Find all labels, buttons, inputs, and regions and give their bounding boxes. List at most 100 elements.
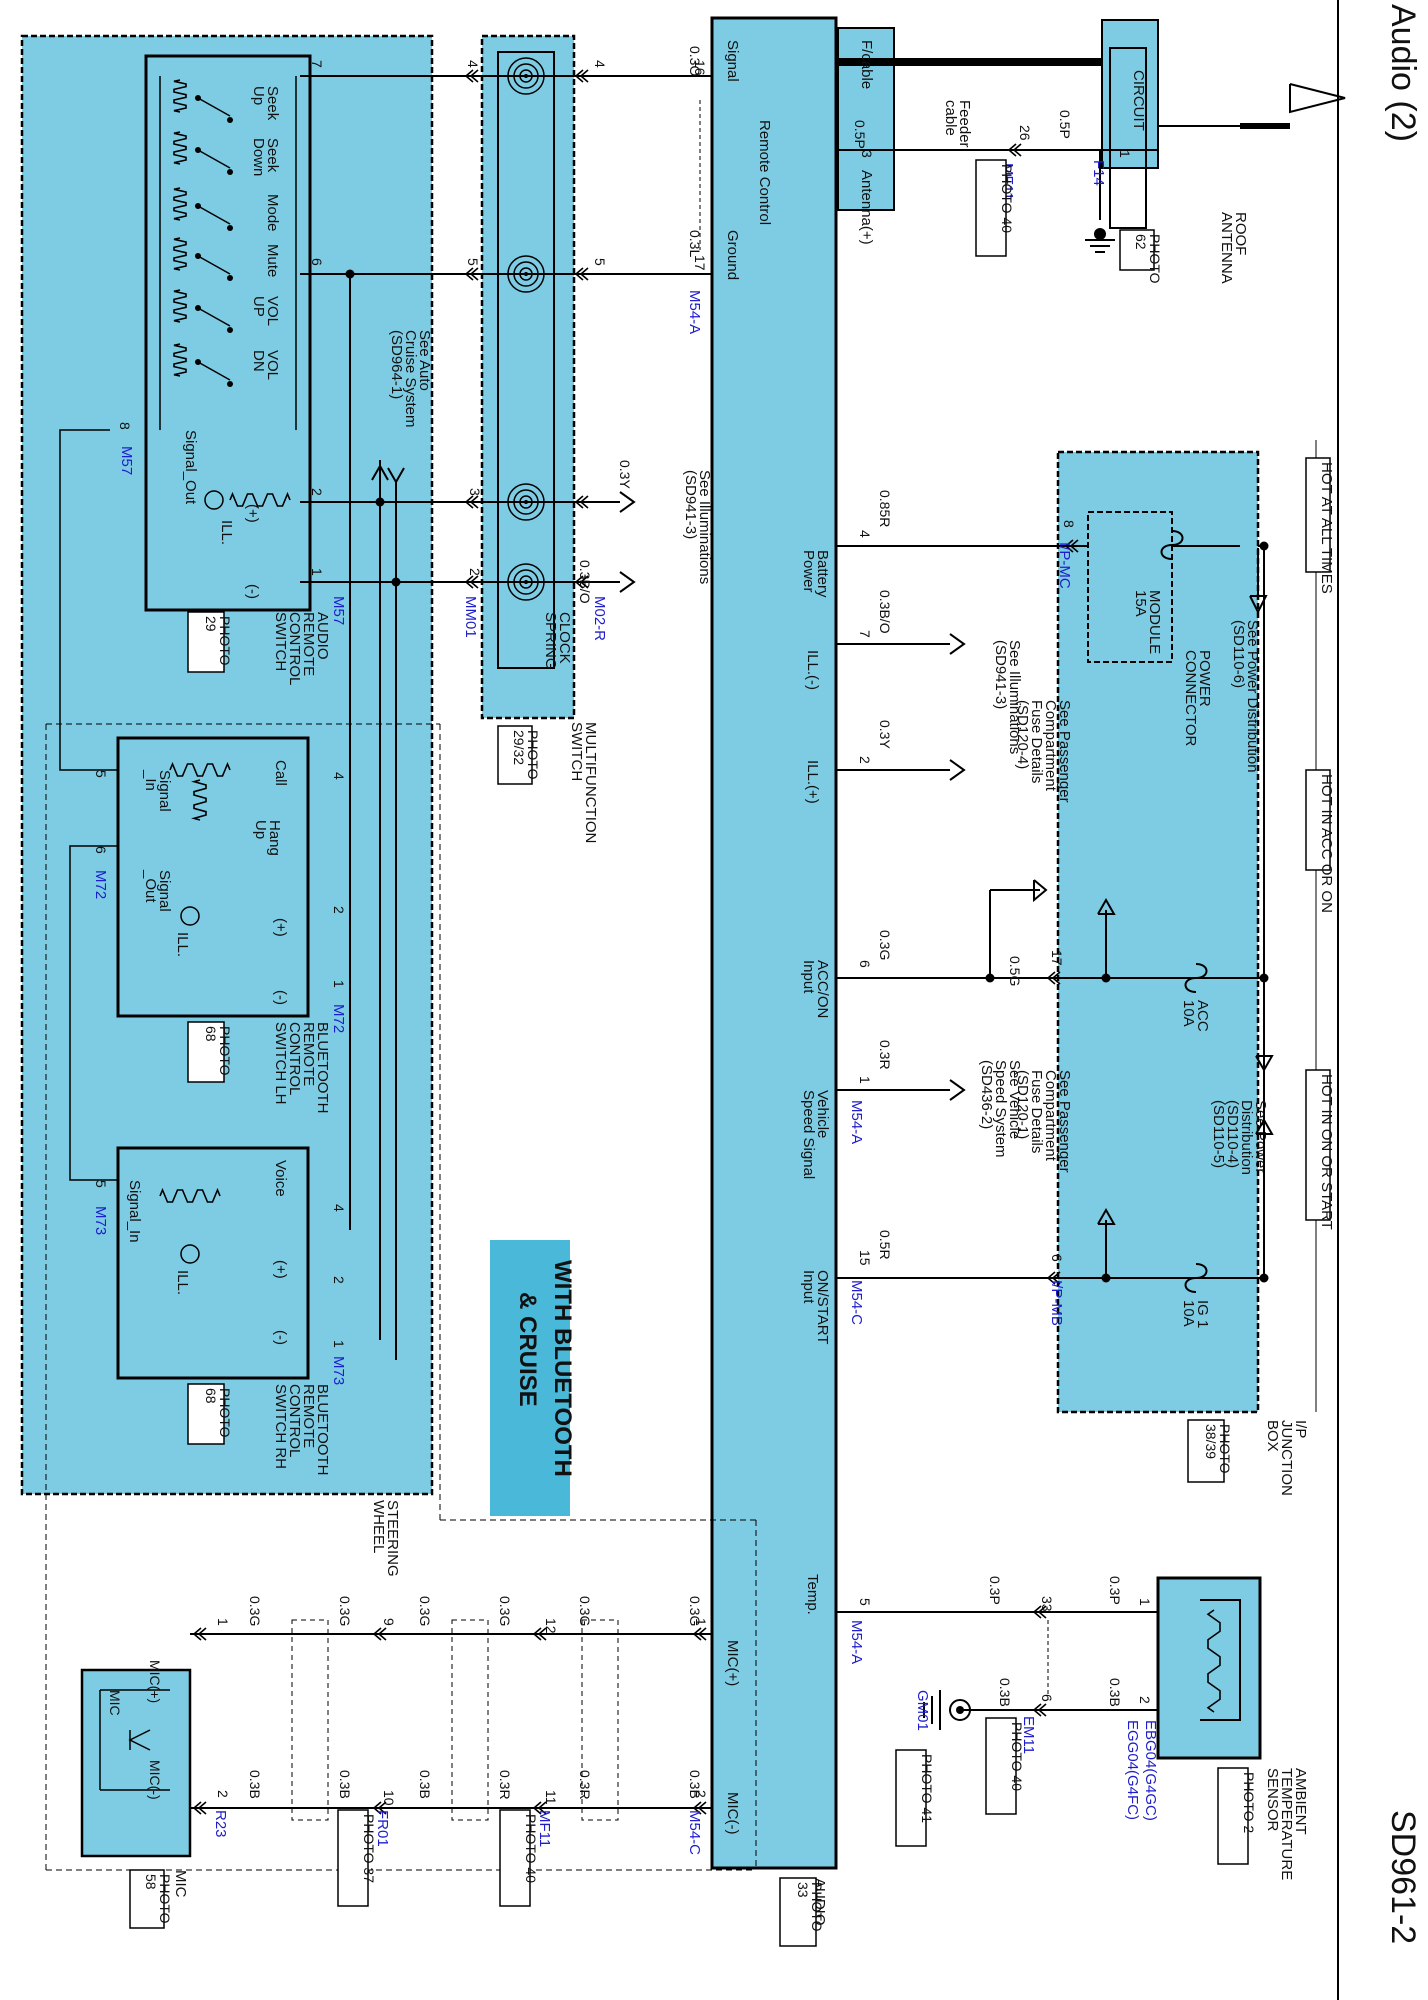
switch-blade bbox=[197, 97, 231, 117]
see-pc2-line: Compartment bbox=[1042, 1070, 1059, 1162]
hot-label: HOT AT ALL TIMES bbox=[1318, 462, 1335, 594]
button-label-line: VOL bbox=[264, 296, 281, 326]
pin-label: 4 bbox=[331, 772, 347, 780]
pin-label: 6 bbox=[857, 960, 873, 968]
port-vss-line: Vehicle bbox=[814, 1090, 831, 1138]
pin-label: 5 bbox=[592, 258, 608, 266]
button-label-line: Up bbox=[250, 86, 267, 105]
connector-mark bbox=[692, 1801, 702, 1815]
wire-label: 0.3B bbox=[247, 1770, 263, 1799]
bt-rh-box bbox=[116, 1146, 310, 1380]
button-resistor bbox=[173, 131, 187, 165]
audio-remote-photo-line: PHOTO bbox=[217, 616, 233, 666]
wire-label: 0.3B/O bbox=[877, 590, 893, 634]
connector-mark bbox=[537, 1801, 547, 1815]
arrow-head bbox=[949, 1079, 966, 1101]
bt-rh-label-line: SWITCH RH bbox=[272, 1384, 289, 1469]
cruise-arrow bbox=[371, 463, 389, 481]
banner-box bbox=[490, 1240, 570, 1516]
ebg04-ref: EBG04(G4GC) bbox=[1142, 1720, 1159, 1821]
connector-mark bbox=[574, 495, 584, 509]
wire-label: 0.5P bbox=[852, 120, 868, 149]
arrow-head bbox=[1255, 1055, 1274, 1073]
bt-rh-photo-box bbox=[187, 1383, 225, 1445]
port-on-line: ON/START bbox=[814, 1270, 831, 1344]
bt-rh-photo-line: PHOTO bbox=[217, 1388, 233, 1438]
wire-label: 0.3Y bbox=[877, 720, 893, 749]
connector-mark bbox=[372, 1627, 382, 1641]
switch-contact bbox=[227, 275, 233, 281]
wire-label: 0.3G bbox=[417, 1596, 433, 1626]
module-fuse-label-line: MODULE bbox=[1146, 590, 1163, 654]
signal-out-label-line: _Out bbox=[142, 869, 159, 903]
connector-mark bbox=[1032, 1605, 1042, 1619]
button-label-line: Seek bbox=[264, 86, 281, 121]
connector-mark bbox=[469, 575, 479, 589]
coil bbox=[507, 255, 545, 293]
ig1-fuse bbox=[1184, 1263, 1208, 1293]
m73-ref: M73 bbox=[92, 1206, 109, 1235]
mic-box bbox=[80, 1668, 192, 1858]
bt-rh-label-line: BLUETOOTH bbox=[314, 1384, 331, 1475]
clock-photo-line: PHOTO bbox=[525, 730, 541, 780]
pin-label: 4 bbox=[331, 1204, 347, 1212]
ill-label: ILL. bbox=[218, 520, 235, 545]
see-ill-right-line: See Illuminations bbox=[1006, 640, 1023, 754]
hot-label: HOT IN ON OR START bbox=[1318, 1074, 1335, 1230]
bt-lh-label-line: REMOTE bbox=[300, 1022, 317, 1086]
button-resistor bbox=[173, 289, 187, 323]
mm01-ref: MM01 bbox=[462, 596, 479, 638]
em11-photo-line: PHOTO 40 bbox=[1009, 1722, 1025, 1791]
multi-switch-label-line: SWITCH bbox=[568, 722, 585, 781]
r23-ref: R23 bbox=[212, 1810, 229, 1838]
pin-label: 1 bbox=[331, 980, 347, 988]
bt-lh-photo-line: PHOTO bbox=[217, 1026, 233, 1076]
connector-mark bbox=[574, 575, 584, 589]
pin-label: 5 bbox=[465, 258, 481, 266]
gm01-photo-box bbox=[895, 1749, 927, 1847]
button-label-line: Mode bbox=[264, 194, 281, 232]
pin-label: 2 bbox=[467, 568, 483, 576]
button-label-line: Seek bbox=[264, 138, 281, 173]
power-connector-label-line: CONNECTOR bbox=[1182, 650, 1199, 747]
port-acc-line: ACC/ON bbox=[814, 960, 831, 1018]
antenna-photo-box bbox=[1119, 229, 1155, 271]
pin-label: 2 bbox=[1137, 1696, 1153, 1704]
arrow-head bbox=[1097, 1207, 1116, 1225]
steering-label-line: STEERING bbox=[384, 1500, 401, 1577]
arrow-head bbox=[1249, 595, 1268, 615]
pin-label: 1 bbox=[1137, 1598, 1153, 1606]
ip-junction-box bbox=[1056, 450, 1260, 1414]
feeder-label-line: Feeder bbox=[956, 100, 973, 148]
pin-label: 4 bbox=[592, 60, 608, 68]
see-cruise-line: See Auto bbox=[416, 330, 433, 391]
connector-mark bbox=[697, 1627, 707, 1641]
port-f-cable: F/cable bbox=[858, 40, 875, 89]
circuit-label: CIRCUIT bbox=[1130, 70, 1147, 131]
clock-photo-box bbox=[497, 725, 533, 785]
call-label: Call bbox=[272, 760, 289, 786]
see-pc2-line: (SD120-1) bbox=[1014, 1070, 1031, 1139]
see-pc2-line: Fuse Details bbox=[1028, 1070, 1045, 1153]
plus-label: (+) bbox=[244, 504, 261, 523]
connector-mark bbox=[464, 69, 474, 83]
connector-mark bbox=[1051, 1271, 1061, 1285]
wire-label: 0.3O bbox=[687, 46, 703, 76]
connector-mark bbox=[377, 1627, 387, 1641]
m72-ref: M72 bbox=[92, 870, 109, 899]
bt-rh-label-line: CONTROL bbox=[286, 1384, 303, 1457]
pin-label: 6 bbox=[309, 258, 325, 266]
sensor-label-line: AMBIENT bbox=[1292, 1768, 1309, 1835]
connector-mark bbox=[579, 267, 589, 281]
antenna-label-line: ANTENNA bbox=[1218, 212, 1235, 284]
connector-mark bbox=[574, 69, 584, 83]
wire-label: 0.3R bbox=[577, 1770, 593, 1800]
coil bbox=[513, 261, 539, 287]
see-pc1-line: Fuse Details bbox=[1028, 700, 1045, 783]
wire-label: 0.3G bbox=[687, 1596, 703, 1626]
connector-mark bbox=[532, 1627, 542, 1641]
signal-loop bbox=[59, 429, 118, 771]
banner-text: & CRUISE bbox=[514, 1292, 541, 1407]
pin-label: 2 bbox=[215, 1790, 231, 1798]
wire-label: 0.5P bbox=[1057, 110, 1073, 139]
